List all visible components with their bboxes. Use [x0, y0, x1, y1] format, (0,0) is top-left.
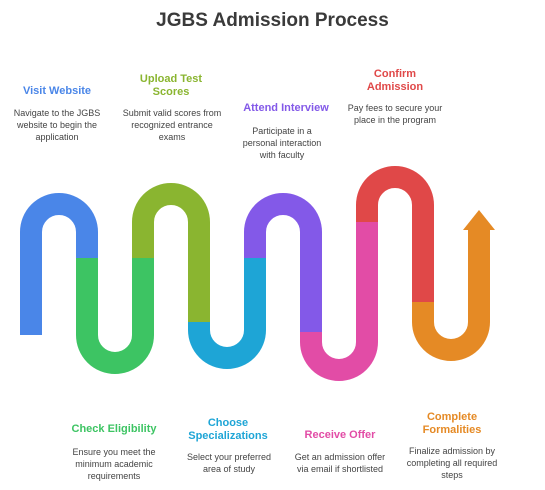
- step-title-upload-test-scores: Upload Test Scores: [139, 73, 203, 98]
- segment-confirm-admission: [356, 166, 434, 302]
- step-desc-upload-test-scores: Submit valid scores from recognized entr…: [122, 108, 222, 142]
- arrow-head-icon: [463, 210, 495, 230]
- step-title-attend-interview: Attend Interview: [243, 102, 329, 114]
- segment-upload-test-scores: [132, 183, 210, 322]
- step-desc-confirm-admission: Pay fees to secure your place in the pro…: [347, 103, 443, 125]
- segment-complete-formalities: [412, 228, 490, 361]
- segment-choose-specializations: [188, 258, 266, 369]
- step-desc-visit-website: Navigate to the JGBS website to begin th…: [13, 108, 101, 142]
- segment-receive-offer: [300, 222, 378, 381]
- step-title-choose-specializations: Choose Specializations: [188, 417, 268, 442]
- step-desc-complete-formalities: Finalize admission by completing all req…: [406, 446, 498, 480]
- step-desc-choose-specializations: Select your preferred area of study: [186, 452, 272, 474]
- step-title-complete-formalities: Complete Formalities: [422, 411, 482, 436]
- step-desc-attend-interview: Participate in a personal interaction wi…: [242, 126, 322, 160]
- step-title-visit-website: Visit Website: [22, 85, 92, 97]
- step-title-check-eligibility: Check Eligibility: [71, 423, 157, 435]
- segment-attend-interview: [244, 193, 322, 332]
- step-title-receive-offer: Receive Offer: [304, 429, 376, 441]
- step-desc-receive-offer: Get an admission offer via email if shor…: [294, 452, 386, 474]
- step-desc-check-eligibility: Ensure you meet the minimum academic req…: [72, 447, 156, 481]
- page-title: JGBS Admission Process: [156, 10, 389, 31]
- segment-visit-website: [20, 193, 98, 335]
- step-title-confirm-admission: Confirm Admission: [366, 68, 424, 93]
- segment-check-eligibility: [76, 258, 154, 374]
